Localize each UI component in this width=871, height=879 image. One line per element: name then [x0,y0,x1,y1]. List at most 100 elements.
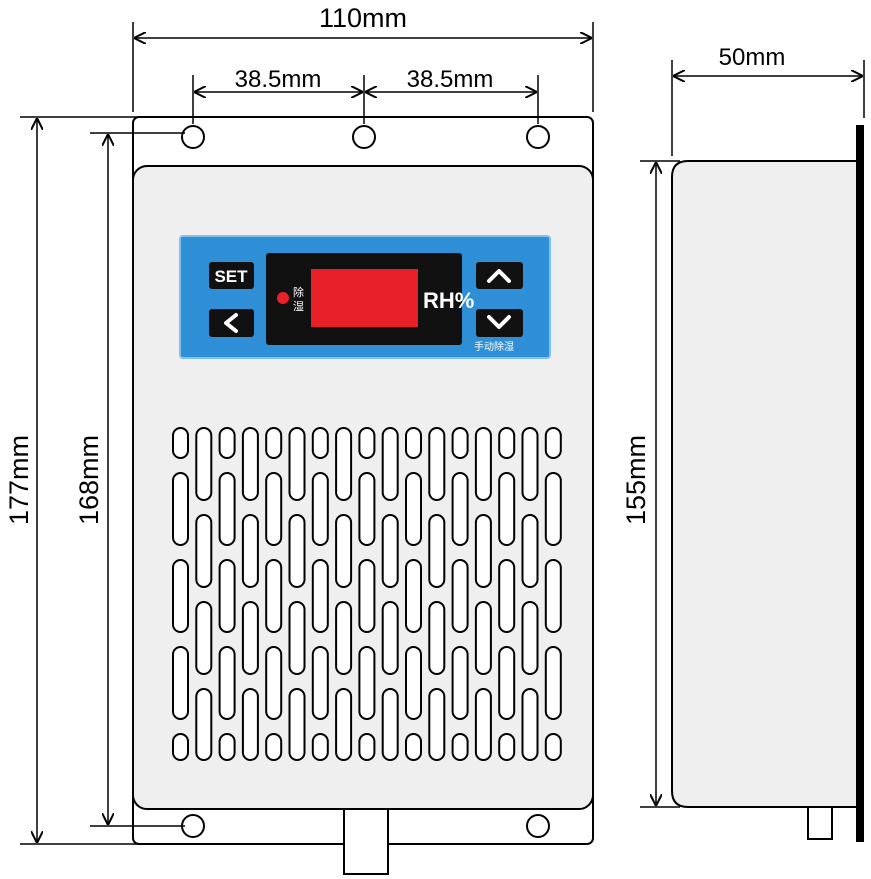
vent-slot [544,472,562,546]
vent-slot [405,559,422,633]
side-mounting-plate [856,125,864,842]
side-body [671,160,858,808]
vent-slot [218,472,236,546]
vent-slot [381,427,399,501]
chevron-left-icon [224,313,238,333]
vent-slot [218,646,236,720]
vent-slot [311,427,329,459]
vent-slot [544,733,562,761]
vent-slot [474,688,492,761]
mounting-hole-bottom-right [526,814,550,838]
vent-slot [265,559,283,633]
chevron-down-icon [487,315,511,329]
vent-slot [311,646,329,720]
vent-slot [241,514,259,588]
vent-slot [288,427,306,501]
vent-slot [195,514,213,588]
vent-slot [544,559,562,633]
left-button[interactable] [209,309,254,337]
vent-slot [474,427,492,501]
vent-slot [288,514,306,588]
vent-slot [218,427,236,459]
vent-slot [405,733,422,761]
vent-slot [288,601,306,675]
vent-slot [498,646,516,720]
vent-slot [172,472,189,546]
vent-slot [405,472,422,546]
vent-slot [474,601,492,675]
dehumidify-indicator [277,292,289,304]
vent-slot [172,733,189,761]
vent-slot [428,601,446,675]
vent-slot [498,559,516,633]
drain-outlet [343,808,389,875]
vent-slot [474,514,492,588]
vent-slot [451,559,469,633]
vent-slot [311,559,329,633]
vent-slot [218,559,236,633]
vent-slot [172,646,189,720]
depth-label: 50mm [719,44,786,71]
vent-slot [195,427,213,501]
vent-slot [265,472,283,546]
vent-slot [265,733,283,761]
vent-slot [311,472,329,546]
vent-slot [498,427,516,459]
display-screen [311,269,418,327]
indicator-label-1: 除 [293,285,304,299]
unit-label: RH% [423,288,474,313]
vent-slot [521,688,539,761]
side-drain-outlet [807,806,833,840]
vent-slot [428,688,446,761]
vent-slot [451,733,469,761]
up-button[interactable] [476,262,523,289]
vent-slot [521,601,539,675]
vent-slot [358,427,376,459]
vent-slot [428,514,446,588]
vent-slot [241,601,259,675]
vent-grille [172,427,562,761]
vent-slot [218,733,236,761]
vent-slot [241,427,259,501]
set-button-label: SET [214,267,248,286]
control-panel: 除 湿 RH% SET 手动除湿 [179,235,551,359]
hole-spacing-left-label: 38.5mm [235,66,322,93]
set-button[interactable]: SET [209,262,254,289]
vent-slot [265,427,283,459]
vent-slot [381,601,399,675]
mounting-hole-top-right [526,125,550,149]
front-dimensions: 110mm 38.5mm 38.5mm 177mm 168mm [4,3,594,845]
mounting-hole-top-left [181,125,205,149]
vent-slot [311,733,329,761]
side-height-label: 155mm [621,435,651,525]
vent-slot [498,733,516,761]
vent-slot [358,472,376,546]
vent-slot [335,601,353,675]
vent-slot [335,688,353,761]
front-view: 除 湿 RH% SET 手动除湿 [132,116,594,875]
vent-slot [405,646,422,720]
side-view: 50mm 155mm [621,44,865,842]
manual-dehumidify-label: 手动除湿 [474,340,514,353]
vent-slot [451,646,469,720]
vent-slot [405,427,422,459]
mounting-hole-bottom-left [181,814,205,838]
vent-slot [544,427,562,459]
vent-slot [521,427,539,501]
vent-slot [335,514,353,588]
vent-slot [358,559,376,633]
mounting-hole-top-center [352,125,376,149]
vent-slot [358,733,376,761]
vent-slot [265,646,283,720]
vent-slot [381,514,399,588]
down-button[interactable] [476,309,523,337]
vent-slot [335,427,353,501]
width-label: 110mm [319,3,407,33]
vent-slot [381,688,399,761]
vent-slot [172,559,189,633]
height-total-label: 177mm [4,435,34,525]
vent-slot [195,601,213,675]
vent-slot [544,646,562,720]
vent-slot [521,514,539,588]
